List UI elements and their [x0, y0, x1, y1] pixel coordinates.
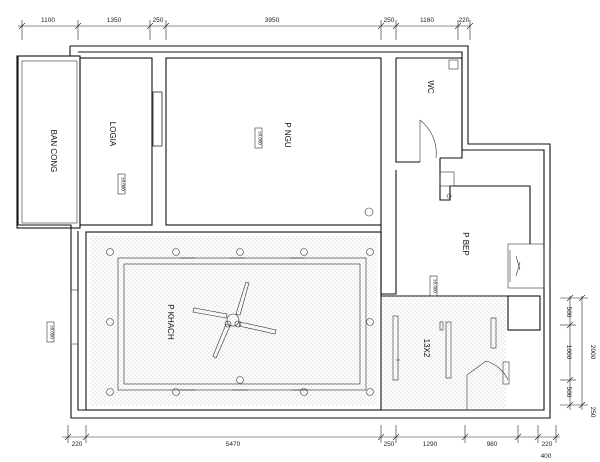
dim-bottom-2: 5470: [226, 441, 241, 448]
svg-text:±0.000: ±0.000: [433, 279, 438, 293]
top-dimension-line: [18, 20, 474, 40]
level-marker-p-bep: ±0.000: [429, 275, 438, 297]
dim-top-3: 250: [153, 17, 164, 24]
stair-steps: [392, 315, 497, 381]
room-label-logia: LOGIA: [108, 122, 117, 147]
dim-bottom-4: 1290: [423, 441, 438, 448]
dim-right-2: 1000: [565, 345, 572, 360]
balcony: [16, 55, 81, 229]
room-label-p-bep: P BEP: [461, 232, 470, 255]
dim-right-1: 500: [565, 307, 572, 318]
level-marker-left: ±0.000: [46, 321, 55, 343]
interior-walls: [70, 57, 545, 411]
stair-floor-hatch: [382, 297, 506, 408]
dim-bottom-1: 220: [72, 441, 83, 448]
level-marker-logia: ±0.000: [117, 173, 126, 195]
svg-text:±0.000: ±0.000: [50, 325, 55, 339]
bottom-dimension-line: [62, 425, 560, 443]
room-label-stair: 13X2: [422, 339, 431, 358]
dim-top-5: 250: [384, 17, 395, 24]
doors: [419, 119, 510, 410]
dim-top-7: 220: [459, 17, 470, 24]
ceiling-fan-icon: [192, 281, 277, 359]
ceiling-lights: [106, 248, 374, 396]
kitchen-marks: [439, 171, 455, 199]
dim-bottom-extra: 400: [541, 453, 552, 460]
living-floor-hatch: [90, 236, 377, 406]
svg-text:±0.000: ±0.000: [121, 177, 126, 191]
dim-bottom-6: 220: [542, 441, 553, 448]
dim-right-3: 500: [565, 387, 572, 398]
room-label-p-ngu: P NGU: [283, 122, 292, 147]
svg-text:±0.000: ±0.000: [258, 131, 263, 145]
dim-top-6: 1160: [420, 17, 434, 24]
ceiling-frame: [117, 257, 367, 391]
room-label-ban-cong: BAN CONG: [49, 130, 58, 173]
dim-bottom-5: 980: [487, 441, 498, 448]
dim-right-small: 250: [589, 407, 596, 418]
right-dimension-line: [560, 294, 588, 410]
room-label-p-khach: P KHACH: [166, 304, 175, 340]
dim-top-4: 3950: [265, 17, 280, 24]
logia-window: [152, 91, 163, 147]
dim-top-1: 1100: [41, 17, 55, 24]
dim-bottom-3: 250: [384, 441, 395, 448]
dim-top-2: 1350: [107, 17, 122, 24]
dim-right-outer: 2000: [589, 345, 596, 360]
room-label-wc: WC: [426, 80, 435, 94]
level-marker-p-ngu: ±0.000: [254, 127, 263, 149]
